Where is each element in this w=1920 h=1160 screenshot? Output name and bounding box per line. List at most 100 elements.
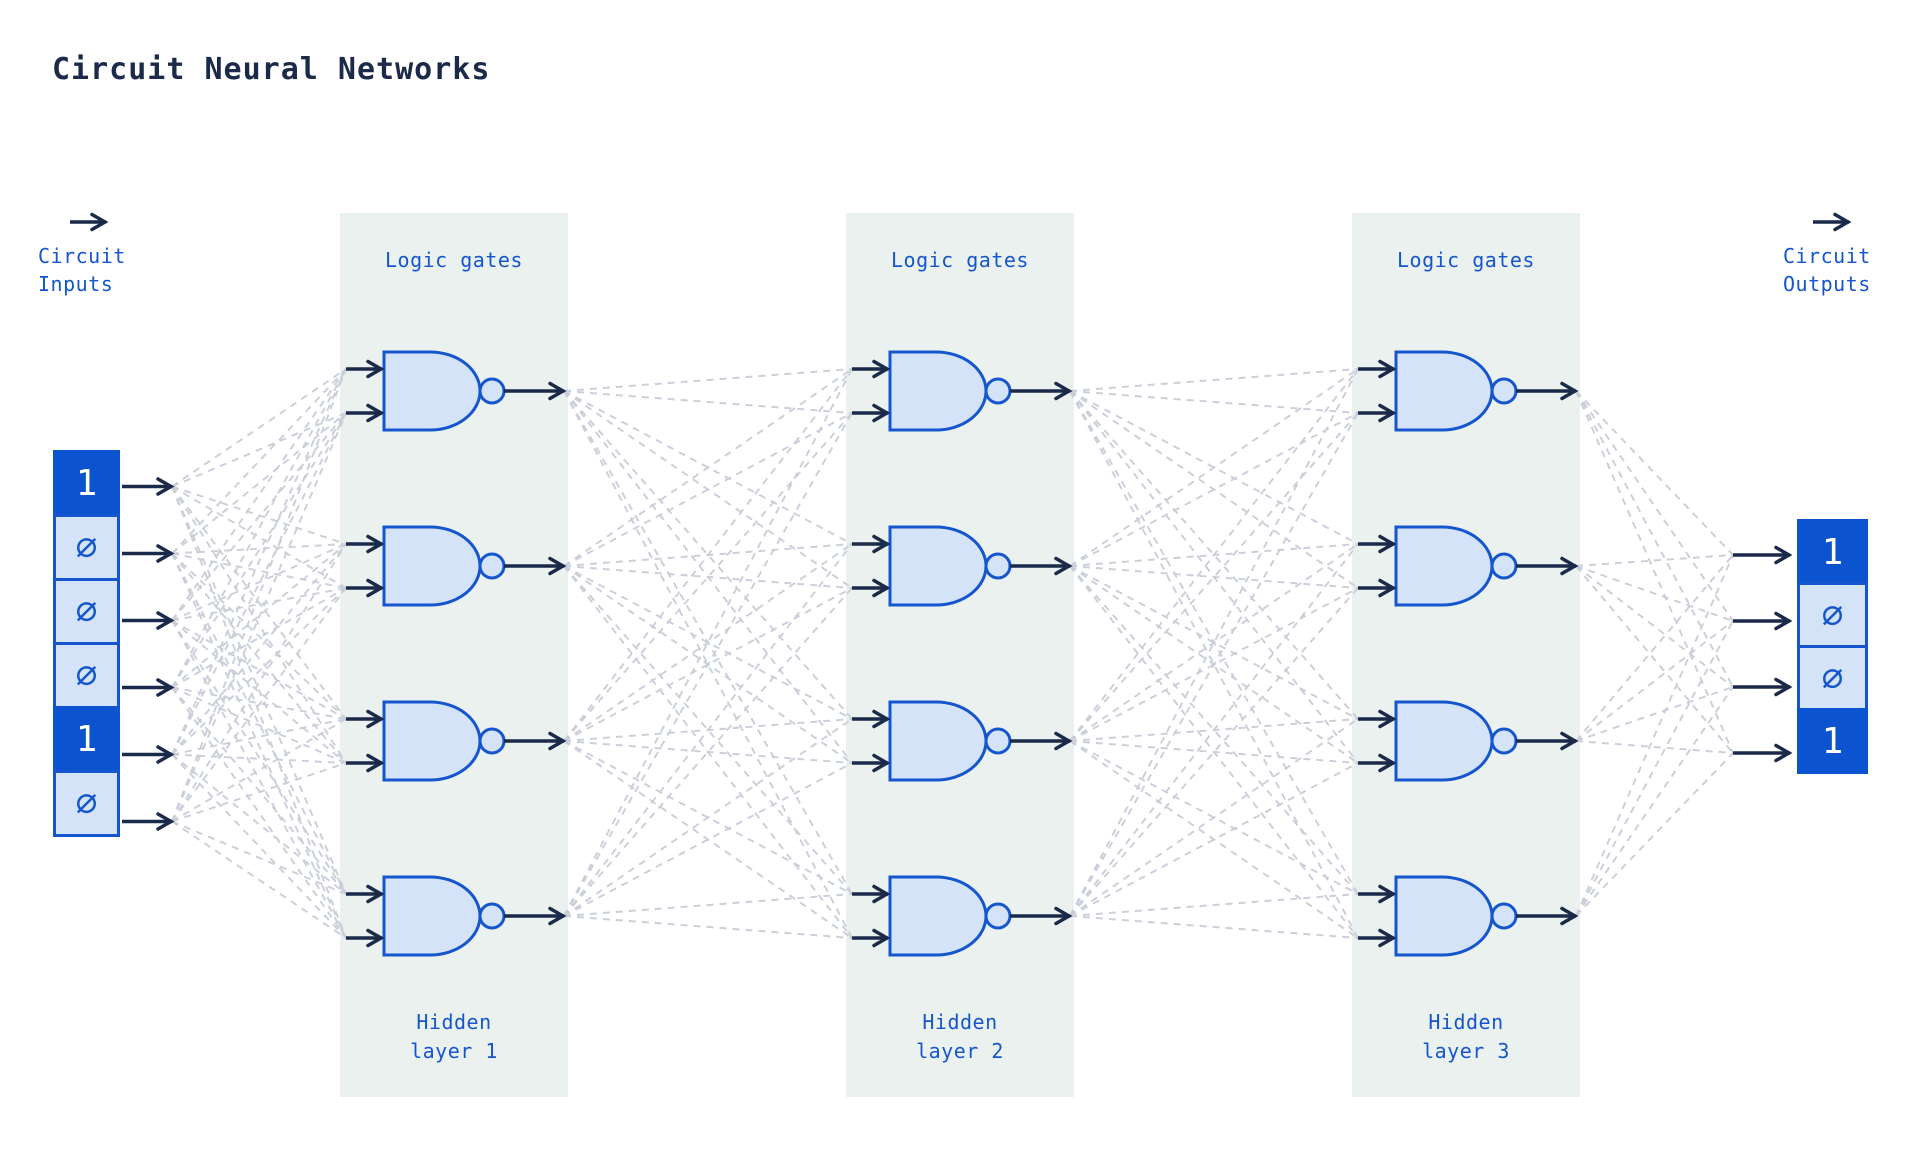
connection-line bbox=[1575, 565, 1734, 688]
circuit-inputs-label: Circuit Inputs bbox=[38, 244, 126, 296]
connection-line bbox=[563, 368, 853, 917]
circuit-input-bits: 1∅∅∅1∅ bbox=[53, 450, 120, 837]
connection-line bbox=[171, 619, 347, 720]
connection-line bbox=[563, 587, 853, 742]
connection-line bbox=[1069, 565, 1359, 720]
connection-line bbox=[171, 368, 347, 555]
connection-line bbox=[1575, 686, 1734, 917]
connection-line bbox=[1069, 390, 1359, 895]
connection-line bbox=[171, 686, 347, 764]
connection-line bbox=[563, 543, 853, 917]
connection-line bbox=[1575, 390, 1734, 622]
connection-line bbox=[563, 412, 853, 742]
circuit-output-bits: 1∅∅1 bbox=[1797, 519, 1868, 774]
connection-line bbox=[1069, 565, 1359, 764]
connection-line bbox=[1069, 565, 1359, 939]
connection-line bbox=[171, 486, 347, 895]
connection-line bbox=[171, 762, 347, 823]
connection-line bbox=[171, 619, 347, 764]
connection-line bbox=[1069, 565, 1359, 895]
connection-line bbox=[171, 718, 347, 756]
connection-line bbox=[1575, 740, 1734, 754]
connection-line bbox=[171, 543, 347, 823]
connection-line bbox=[563, 543, 853, 567]
connection-line bbox=[171, 368, 347, 488]
connection-line bbox=[171, 587, 347, 689]
hidden-layer-1-panel: Logic gates Hidden layer 1 bbox=[340, 213, 568, 1097]
connection-line bbox=[563, 565, 853, 764]
connection-line bbox=[1575, 554, 1734, 742]
connection-line bbox=[563, 718, 853, 917]
connection-line bbox=[563, 740, 853, 764]
connection-line bbox=[1069, 587, 1359, 742]
connection-line bbox=[563, 390, 853, 545]
connection-line bbox=[171, 485, 347, 764]
connection-line bbox=[171, 412, 347, 622]
connection-line bbox=[171, 543, 347, 555]
connection-line bbox=[1069, 368, 1359, 567]
connection-line bbox=[171, 587, 347, 756]
connection-line bbox=[171, 412, 347, 555]
connection-line bbox=[171, 412, 347, 822]
connection-line bbox=[1069, 412, 1359, 742]
connection-line bbox=[171, 543, 347, 689]
connection-line bbox=[1069, 390, 1359, 545]
connection-line bbox=[171, 820, 347, 895]
connection-line bbox=[1575, 390, 1734, 556]
connection-line bbox=[563, 718, 853, 742]
connection-line bbox=[563, 565, 853, 589]
connection-line bbox=[563, 565, 853, 895]
connection-line bbox=[563, 390, 853, 939]
logic-gates-label: Logic gates bbox=[1397, 248, 1535, 272]
connection-line bbox=[171, 753, 347, 939]
connection-line bbox=[563, 412, 853, 567]
connection-line bbox=[171, 553, 347, 939]
connection-line bbox=[171, 412, 347, 488]
connection-line bbox=[1069, 368, 1359, 917]
connection-line bbox=[563, 543, 853, 742]
connection-line bbox=[171, 543, 347, 622]
connection-line bbox=[171, 718, 347, 823]
page-title: Circuit Neural Networks bbox=[52, 52, 491, 87]
connection-line bbox=[171, 753, 347, 895]
connection-line bbox=[563, 740, 853, 895]
connection-line bbox=[171, 686, 347, 939]
connection-line bbox=[563, 587, 853, 917]
input-cell: ∅ bbox=[53, 770, 120, 837]
connection-line bbox=[563, 565, 853, 939]
output-cell: ∅ bbox=[1797, 645, 1868, 711]
connection-line bbox=[171, 368, 347, 755]
connection-line bbox=[1575, 390, 1734, 688]
hidden-layer-3-label: Hidden layer 3 bbox=[1422, 1010, 1510, 1063]
connection-line bbox=[171, 587, 347, 622]
connection-line bbox=[171, 587, 347, 823]
connection-line bbox=[1069, 543, 1359, 567]
connection-line bbox=[1069, 893, 1359, 917]
connection-line bbox=[171, 485, 347, 720]
connection-line bbox=[171, 485, 347, 589]
connection-line bbox=[1575, 554, 1734, 917]
connection-line bbox=[1069, 565, 1359, 589]
connection-line bbox=[171, 486, 347, 939]
connection-line bbox=[1069, 390, 1359, 939]
connection-line bbox=[563, 412, 853, 917]
connection-line bbox=[563, 390, 853, 589]
connection-line bbox=[171, 412, 347, 689]
connection-line bbox=[171, 485, 347, 545]
connection-line bbox=[563, 740, 853, 939]
hidden-layer-1-label: Hidden layer 1 bbox=[410, 1010, 498, 1063]
connection-line bbox=[171, 368, 347, 622]
connection-line bbox=[1069, 740, 1359, 895]
connection-line bbox=[1069, 390, 1359, 589]
input-cell: ∅ bbox=[53, 514, 120, 581]
connection-line bbox=[171, 412, 347, 755]
connection-line bbox=[1069, 368, 1359, 742]
connection-line bbox=[1069, 390, 1359, 764]
connection-line bbox=[1069, 412, 1359, 917]
connection-line bbox=[1069, 543, 1359, 742]
connection-line bbox=[1069, 390, 1359, 720]
connection-line bbox=[171, 820, 347, 939]
input-cell: ∅ bbox=[53, 642, 120, 709]
logic-gates-label: Logic gates bbox=[385, 248, 523, 272]
